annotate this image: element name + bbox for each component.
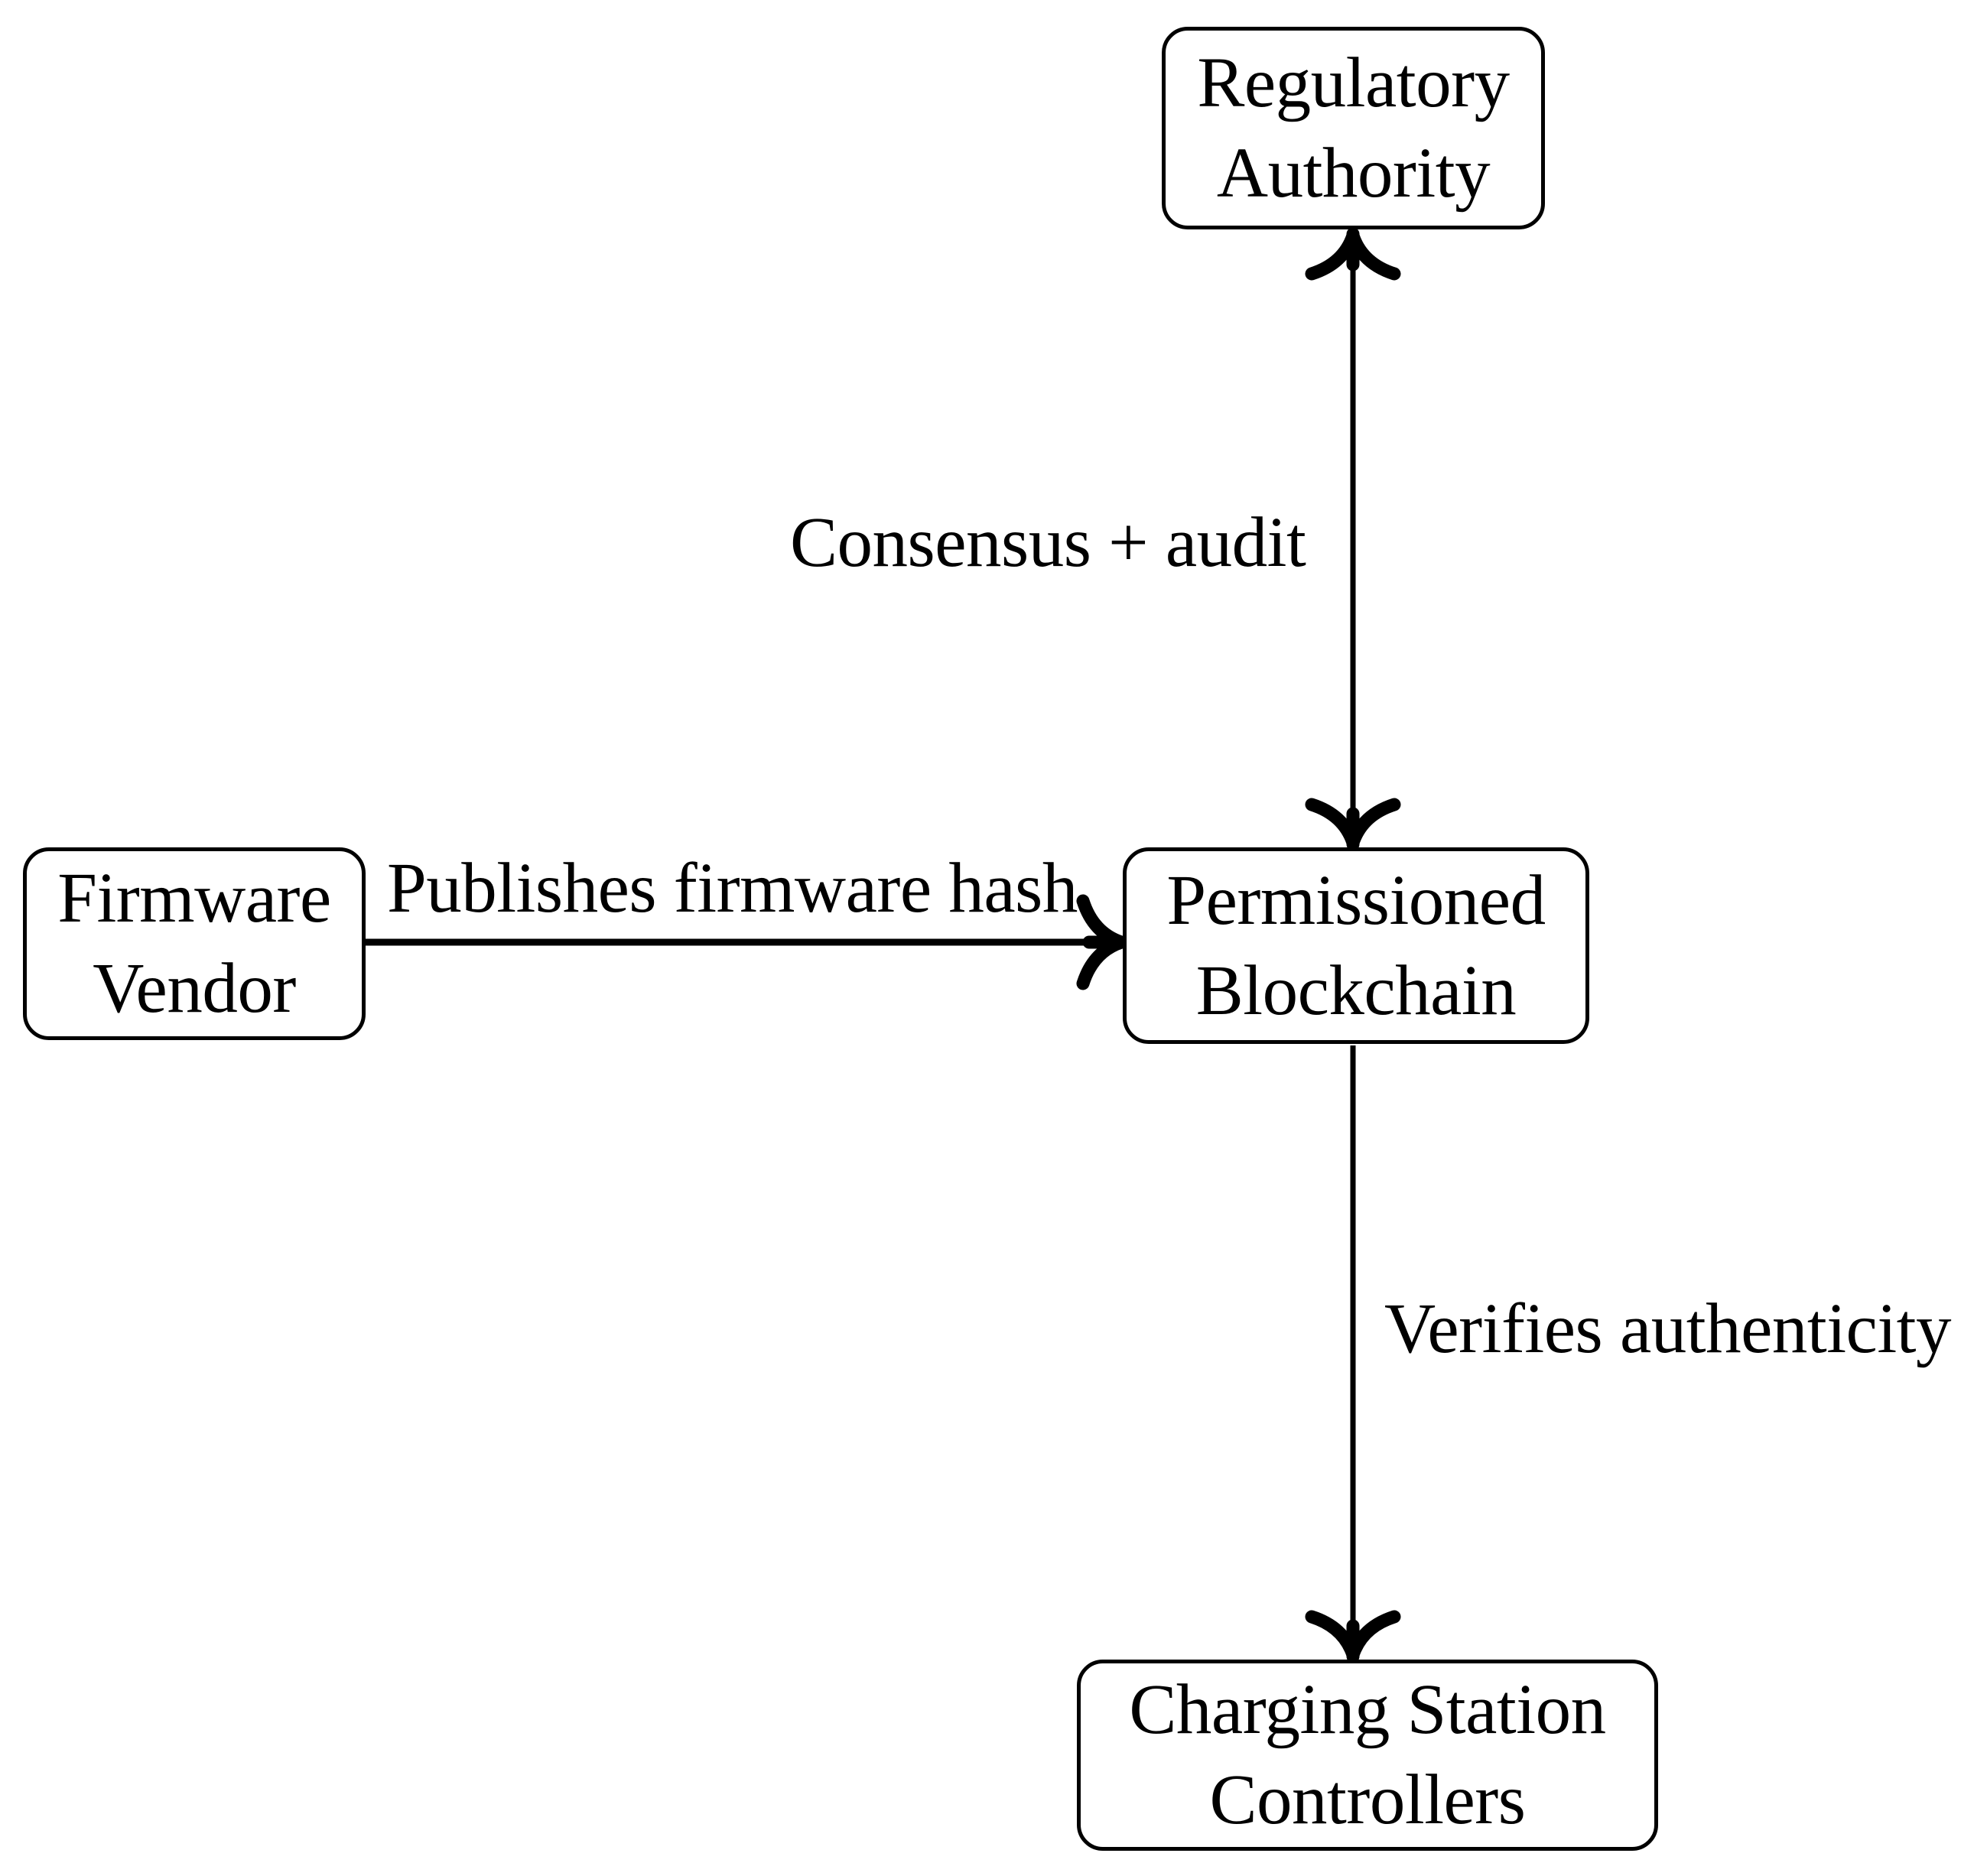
node-charging-station-controllers-line-1: Charging Station (1129, 1670, 1606, 1749)
node-firmware-vendor[interactable]: Firmware Vendor (23, 847, 366, 1040)
edge-label-verifies-authenticity: Verifies authenticity (1384, 1289, 1952, 1368)
edge-verifies-authenticity (1305, 1045, 1401, 1663)
edge-publishes-firmware-hash (366, 894, 1128, 990)
edge-label-consensus-audit: Consensus + audit (790, 503, 1306, 582)
node-regulatory-authority[interactable]: Regulatory Authority (1162, 27, 1545, 229)
arrowhead-right-permissioned-blockchain (1076, 894, 1128, 990)
arrowhead-up-regulatory-authority (1305, 227, 1401, 281)
node-permissioned-blockchain-line-2: Blockchain (1195, 951, 1517, 1030)
node-charging-station-controllers-line-2: Controllers (1209, 1761, 1526, 1839)
node-permissioned-blockchain-line-1: Permissioned (1166, 860, 1546, 940)
edge-label-publishes-firmware-hash: Publishes firmware hash (387, 849, 1078, 928)
node-regulatory-authority-line-2: Authority (1216, 133, 1491, 213)
node-firmware-vendor-line-1: Firmware (57, 859, 331, 938)
arrowhead-down-permissioned-blockchain (1305, 798, 1401, 851)
arrowhead-down-charging-station-controllers (1305, 1610, 1401, 1663)
edge-consensus-audit (1305, 227, 1401, 851)
node-permissioned-blockchain[interactable]: Permissioned Blockchain (1123, 847, 1589, 1044)
node-charging-station-controllers[interactable]: Charging Station Controllers (1077, 1660, 1658, 1851)
node-firmware-vendor-line-2: Vendor (93, 949, 296, 1028)
node-regulatory-authority-line-1: Regulatory (1197, 43, 1510, 122)
